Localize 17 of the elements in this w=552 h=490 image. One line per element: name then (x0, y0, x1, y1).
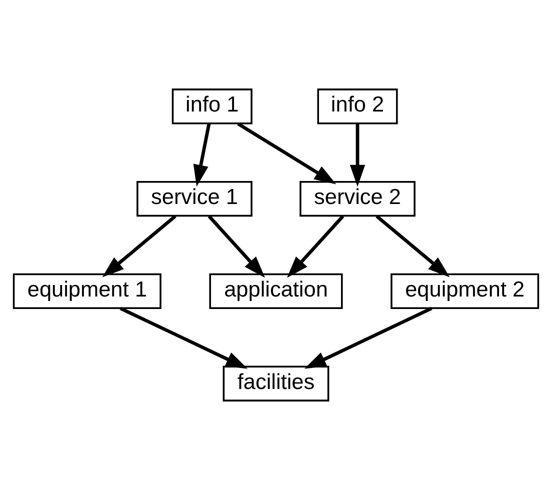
arrow (120, 306, 248, 369)
node-box: facilities (222, 366, 330, 402)
node-box: service 2 (300, 180, 416, 217)
arrow (350, 124, 366, 187)
node-box: equipment 1 (12, 273, 162, 310)
arrow (237, 122, 336, 184)
node-box: service 1 (136, 180, 252, 217)
arrow (102, 214, 176, 278)
arrow (208, 215, 266, 278)
arrow (193, 123, 211, 187)
node-box: info 1 (172, 88, 252, 124)
node-box: info 2 (317, 88, 398, 124)
arrow (286, 215, 344, 278)
arrow (304, 306, 432, 369)
node-box: application (209, 273, 343, 310)
arrow (376, 214, 450, 278)
node-box: equipment 2 (390, 273, 540, 310)
